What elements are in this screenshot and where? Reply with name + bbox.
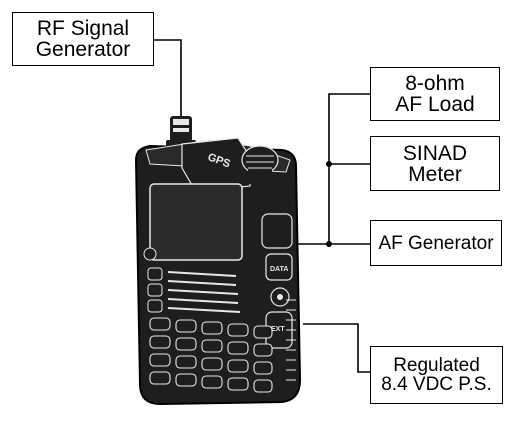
sinad-meter-box: SINAD Meter bbox=[370, 136, 500, 191]
rf-signal-generator-box: RF Signal Generator bbox=[12, 12, 154, 66]
power-supply-line bbox=[303, 323, 370, 373]
af-load-line1: 8-ohm bbox=[405, 72, 465, 95]
connection-lines bbox=[154, 39, 370, 373]
keypad bbox=[149, 317, 273, 393]
junction-dots bbox=[326, 161, 332, 247]
junction-dot bbox=[326, 241, 332, 247]
side-ribbing bbox=[286, 299, 296, 381]
ext-label: EXT bbox=[271, 326, 285, 333]
af-generator-label: AF Generator bbox=[378, 232, 494, 254]
volume-knob bbox=[241, 145, 279, 184]
side-buttons: DATA EXT bbox=[261, 213, 293, 349]
speaker-grille bbox=[167, 271, 241, 313]
gps-module: GPS bbox=[181, 137, 253, 193]
af-generator-box: AF Generator bbox=[370, 220, 502, 266]
rf-generator-line bbox=[154, 39, 182, 118]
lcd-display bbox=[149, 183, 243, 261]
junction-dot bbox=[326, 161, 332, 167]
rf-signal-generator-line2: Generator bbox=[35, 38, 131, 61]
power-supply-line1: Regulated bbox=[393, 355, 480, 376]
rf-signal-generator-line1: RF Signal bbox=[36, 17, 130, 40]
power-supply-line2: 8.4 VDC P.S. bbox=[381, 374, 492, 395]
af-load-line2: AF Load bbox=[395, 93, 475, 116]
af-load-box: 8-ohm AF Load bbox=[370, 67, 500, 121]
data-label: DATA bbox=[270, 266, 288, 273]
sinad-meter-line1: SINAD bbox=[402, 141, 468, 165]
af-load-line bbox=[328, 93, 370, 244]
handheld-radio: GPS DATA EXT bbox=[134, 116, 302, 406]
power-supply-box: Regulated 8.4 VDC P.S. bbox=[370, 346, 503, 404]
sinad-meter-line2: Meter bbox=[408, 162, 462, 186]
side-keys bbox=[143, 247, 163, 313]
